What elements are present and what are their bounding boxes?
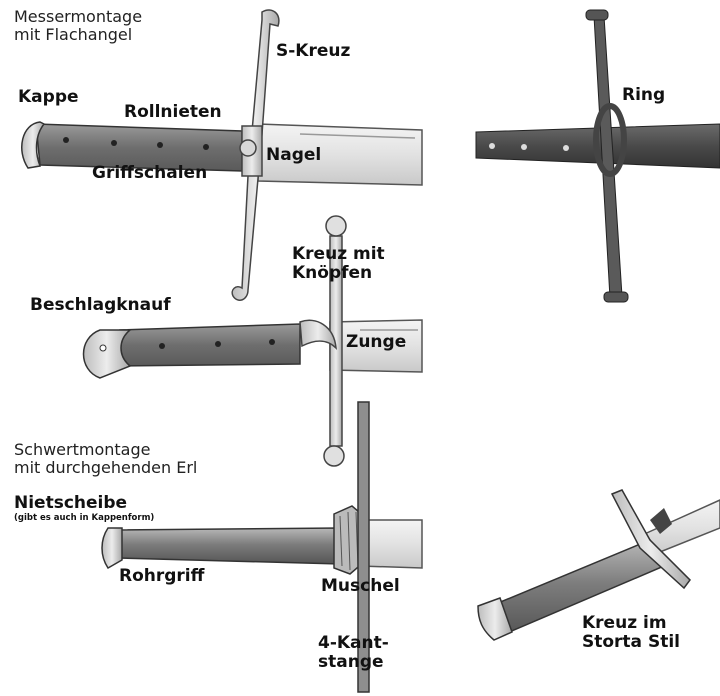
label-kappe: Kappe [18,87,79,107]
label-beschlagknauf: Beschlagknauf [30,295,171,315]
label-ring: Ring [622,85,666,105]
label-muschel: Muschel [321,576,400,596]
label-vierkantstange-line1: 4-Kant- [318,633,389,653]
storta-illustration [477,489,720,641]
zunge-tongue [299,319,337,350]
label-rohrgriff: Rohrgriff [119,566,205,586]
section-title-schwert-line2: mit durchgehenden Erl [14,457,198,477]
label-nietscheibe-note: (gibt es auch in Kappenform) [14,513,155,523]
vierkant-cross-bar [357,401,370,693]
section-title-schwert: Schwertmontage mit durchgehenden Erl [14,441,197,476]
label-nietscheibe: Nietscheibe [14,493,128,513]
nietscheibe-disc [101,527,123,569]
rohrgriff-tube [117,527,341,565]
label-nagel: Nagel [266,145,322,165]
storta-cross [610,489,691,590]
label-griffschalen: Griffschalen [92,163,208,183]
storta-pommel [477,597,513,641]
label-rollnieten: Rollnieten [124,102,222,122]
beschlagknauf-pommel [82,329,133,379]
label-kreuz-mit-knoepfen-line1: Kreuz mit [292,244,385,264]
label-s-kreuz: S-Kreuz [276,41,351,61]
section-title-schwert-line1: Schwertmontage [14,440,151,459]
grip-2 [119,323,301,367]
label-kreuz-storta-line2: Storta Stil [582,631,680,652]
schwert-illustration [101,401,423,693]
label-kreuz-storta: Kreuz im Storta Stil [582,614,680,651]
label-vierkantstange-line2: stange [318,651,384,672]
messer-knopf-kreuz-illustration [82,215,423,467]
rusty-ring [593,103,627,177]
label-kreuz-mit-knoepfen-line2: Knöpfen [292,262,373,283]
label-zunge: Zunge [346,332,407,352]
messer-s-kreuz-illustration [21,9,423,301]
section-title-messer-line2: mit Flachangel [14,24,133,44]
label-vierkantstange: 4-Kant- stange [318,634,389,671]
label-kreuz-storta-line1: Kreuz im [582,613,667,633]
cap-1 [21,121,46,169]
label-kreuz-mit-knoepfen: Kreuz mit Knöpfen [292,245,385,282]
section-title-messer: Messermontage mit Flachangel [14,8,142,43]
ring-photo-illustration [475,9,720,303]
section-title-messer-line1: Messermontage [14,7,143,26]
